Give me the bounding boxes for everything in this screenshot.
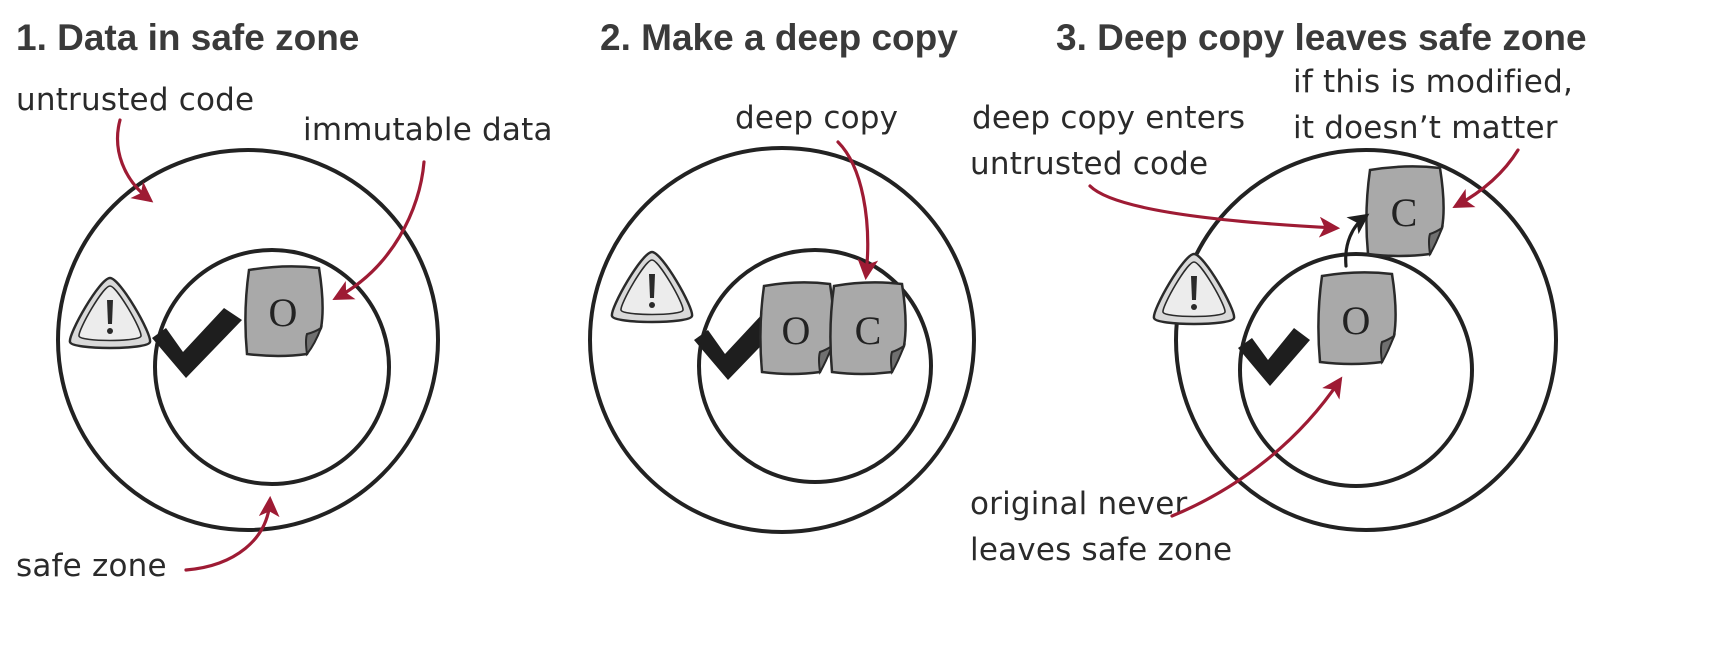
arrow-doesnt-matter: [1452, 148, 1520, 208]
document-icon-original: O: [1317, 271, 1397, 366]
document-label: O: [782, 308, 811, 353]
panel-3-title: 3. Deep copy leaves safe zone: [1056, 17, 1587, 58]
inner-ring-safe-zone: [1238, 252, 1474, 488]
arrow-untrusted-code: [115, 118, 154, 203]
outer-ring-untrusted: [56, 148, 440, 532]
panel-2: 2. Make a deep copy O C deep copy: [588, 17, 976, 534]
arrow-copy-moves-out: [1344, 213, 1370, 268]
panel-2-title: 2. Make a deep copy: [600, 17, 958, 58]
arrow-safe-zone: [184, 495, 280, 572]
document-label: O: [1342, 298, 1371, 343]
document-icon-original: O: [759, 281, 835, 376]
document-label: C: [1391, 190, 1418, 235]
label-deep-copy-enters-line1: deep copy enters: [972, 100, 1245, 136]
label-if-modified-line2: it doesn’t matter: [1293, 110, 1558, 146]
checkmark-icon: [1238, 328, 1310, 386]
label-safe-zone: safe zone: [16, 548, 167, 584]
panel-3: 3. Deep copy leaves safe zone O C if thi…: [970, 17, 1587, 568]
checkmark-icon: [152, 308, 242, 378]
document-label: C: [855, 308, 882, 353]
label-if-modified-line1: if this is modified,: [1293, 64, 1573, 100]
document-icon-original: O: [244, 265, 324, 358]
label-immutable-data: immutable data: [303, 112, 553, 148]
inner-ring-safe-zone: [697, 248, 933, 484]
arrow-immutable-data: [332, 160, 426, 300]
label-deep-copy-enters-line2: untrusted code: [970, 146, 1208, 182]
document-icon-copy: C: [1365, 165, 1445, 258]
label-original-never-line1: original never: [970, 486, 1187, 522]
label-original-never-line2: leaves safe zone: [970, 532, 1232, 568]
label-deep-copy: deep copy: [735, 100, 898, 136]
document-icon-copy: C: [829, 281, 907, 376]
outer-ring-untrusted: [588, 146, 976, 534]
arrow-enters-untrusted: [1088, 184, 1341, 238]
warning-icon: [68, 276, 152, 350]
arrow-deep-copy: [836, 140, 879, 281]
arrow-original-stays: [1170, 376, 1343, 518]
inner-ring-safe-zone: [153, 248, 391, 486]
label-untrusted-code: untrusted code: [16, 82, 254, 118]
warning-icon: [610, 250, 694, 324]
outer-ring-untrusted: [1174, 148, 1558, 532]
document-label: O: [269, 290, 298, 335]
panel-1: 1. Data in safe zone O untrusted code im…: [16, 17, 553, 584]
panel-1-title: 1. Data in safe zone: [16, 17, 359, 58]
warning-icon: [1152, 252, 1236, 326]
